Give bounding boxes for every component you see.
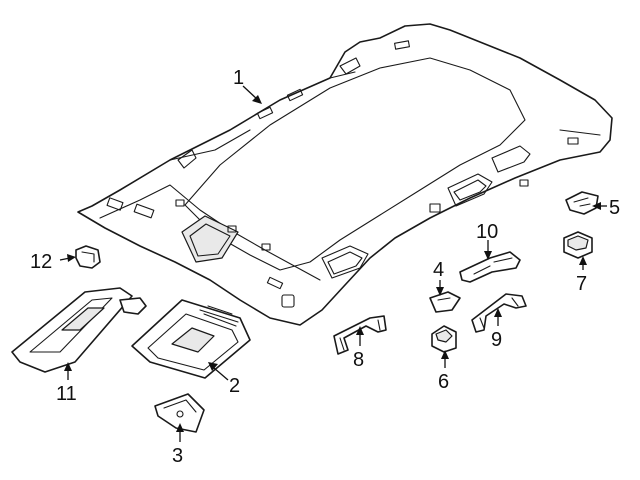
hook-part-5 xyxy=(565,191,599,215)
lens-part-3 xyxy=(154,393,205,433)
bracket-part-10 xyxy=(459,251,521,283)
console-part-2 xyxy=(131,299,251,379)
callout-12: 12 xyxy=(30,251,52,273)
callout-3: 3 xyxy=(172,445,183,467)
callout-4: 4 xyxy=(433,259,444,281)
callout-10: 10 xyxy=(476,221,498,243)
callout-7: 7 xyxy=(576,273,587,295)
grab-handle-part-9 xyxy=(471,293,527,333)
bracket-part-12 xyxy=(75,245,101,269)
knob-part-6 xyxy=(431,325,457,353)
leader-lines xyxy=(59,85,607,442)
grab-handle-part-8 xyxy=(333,315,387,355)
headliner-part xyxy=(77,23,613,326)
callout-5: 5 xyxy=(609,197,620,219)
callout-labels: 1 2 3 4 5 6 7 8 9 10 11 12 xyxy=(30,67,620,467)
callout-6: 6 xyxy=(438,371,449,393)
callout-1: 1 xyxy=(233,67,244,89)
callout-2: 2 xyxy=(229,375,240,397)
sun-visor-part xyxy=(11,287,147,373)
switch-part-7 xyxy=(563,231,593,259)
callout-11: 11 xyxy=(56,383,77,405)
callout-9: 9 xyxy=(491,329,502,351)
clip-part-4 xyxy=(429,291,461,313)
callout-8: 8 xyxy=(353,349,364,371)
